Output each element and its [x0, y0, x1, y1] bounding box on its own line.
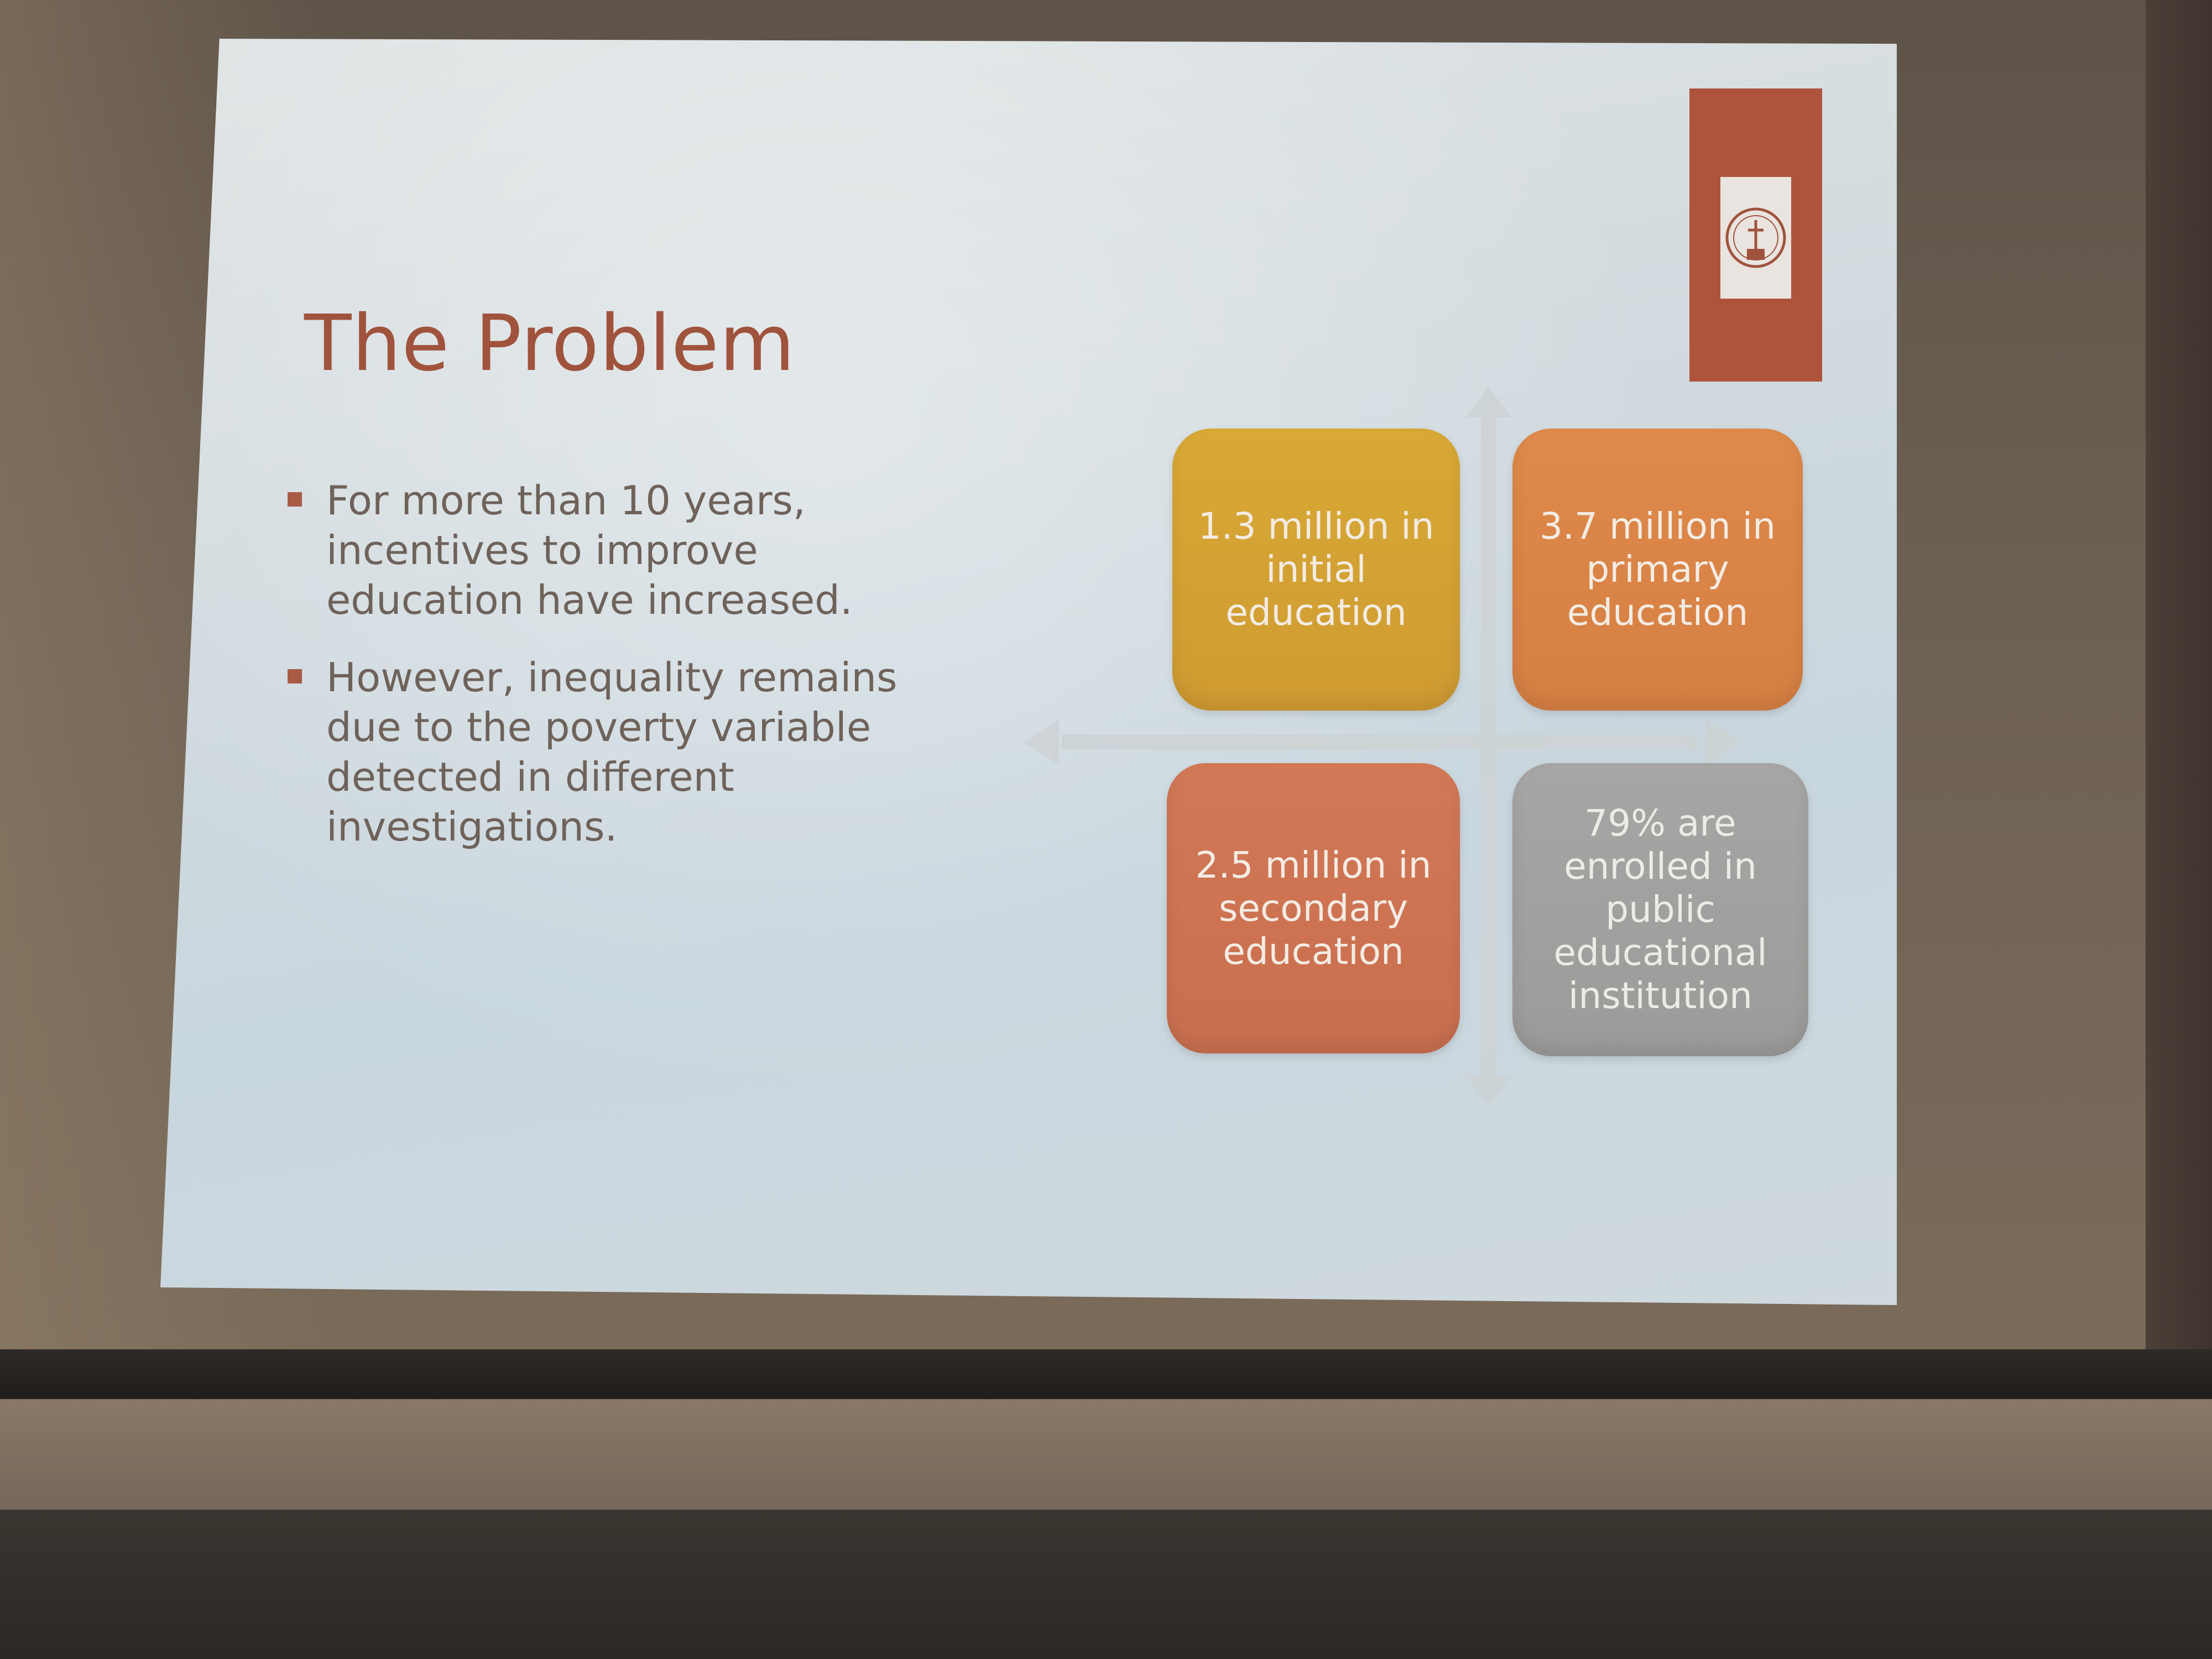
wall-lower	[0, 1399, 2212, 1510]
bullet-item: For more than 10 years, incentives to im…	[288, 476, 962, 625]
bullet-item: However, inequality remains due to the p…	[288, 653, 962, 852]
bullet-text: For more than 10 years, incentives to im…	[326, 477, 853, 623]
bullet-list: For more than 10 years, incentives to im…	[288, 476, 962, 879]
university-seal-icon	[1720, 177, 1791, 299]
projected-slide: The Problem For more than 10 years, ince…	[160, 39, 1897, 1305]
quadrant-diagram: 1.3 million in initial education 3.7 mil…	[1012, 382, 1808, 1112]
wall-right	[2146, 0, 2212, 1371]
quadrant-public-enrollment: 79% are enrolled in public educational i…	[1512, 763, 1808, 1056]
screen-bottom-bar	[0, 1349, 2212, 1399]
square-bullet-icon	[288, 669, 302, 684]
logo-banner	[1689, 88, 1822, 382]
square-bullet-icon	[288, 492, 302, 507]
quadrant-secondary-education: 2.5 million in secondary education	[1167, 763, 1460, 1053]
slide-title: The Problem	[304, 299, 796, 389]
axis-arrows	[1023, 387, 1742, 1106]
bullet-text: However, inequality remains due to the p…	[326, 654, 898, 850]
quadrant-initial-education: 1.3 million in initial education	[1172, 429, 1460, 711]
room-floor	[0, 1510, 2212, 1659]
quadrant-primary-education: 3.7 million in primary education	[1512, 429, 1803, 711]
